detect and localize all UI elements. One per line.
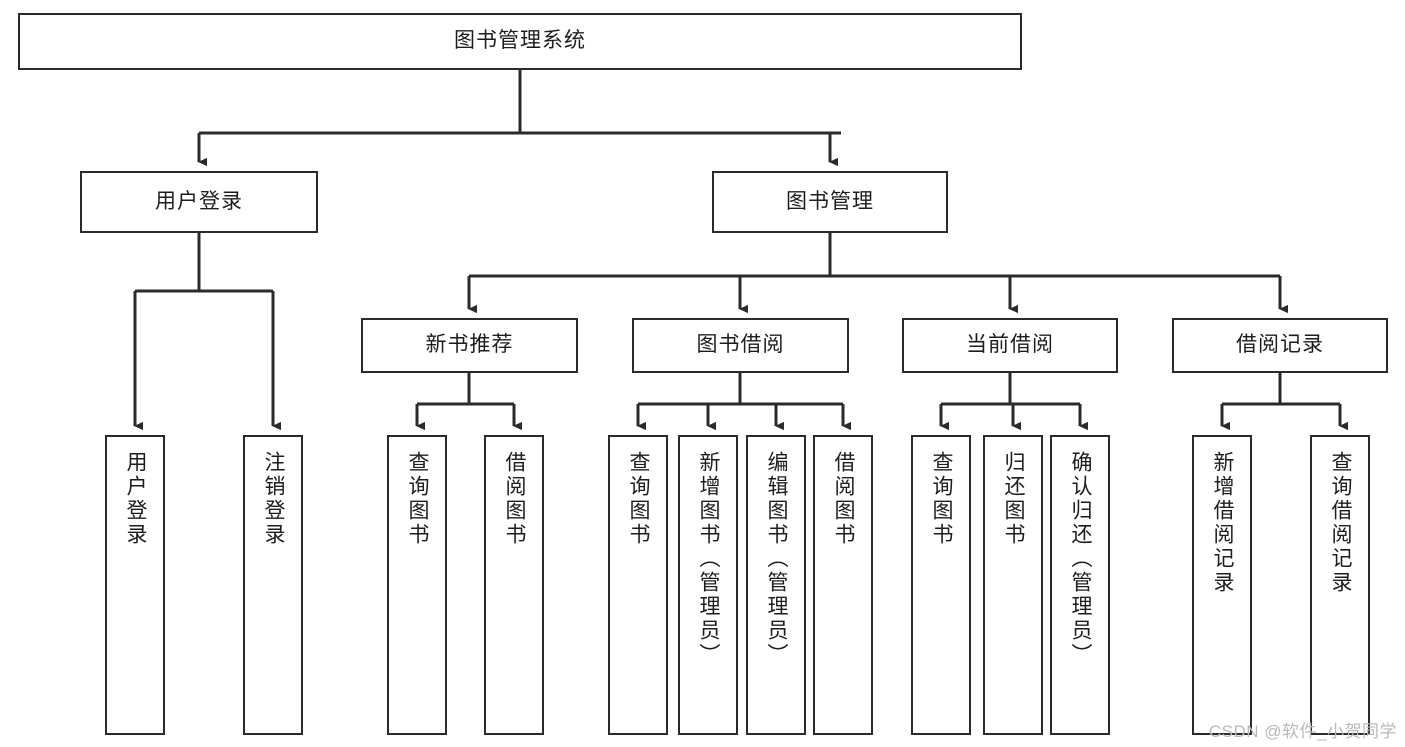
node-book-management-label: 图书管理 xyxy=(786,189,874,213)
node-leaf-user-login-label: 用户登录 xyxy=(124,451,148,547)
watermark-credit: CSDN @软件_小贺同学 xyxy=(1208,722,1397,741)
node-leaf-borrow-book-recommend-label: 借阅图书 xyxy=(503,451,527,547)
node-leaf-borrow-book[interactable]: 借阅图书 xyxy=(813,435,873,735)
node-leaf-confirm-return-admin-label: 确认归还（管理员） xyxy=(1069,451,1093,667)
node-leaf-edit-book-admin[interactable]: 编辑图书（管理员） xyxy=(746,435,806,735)
node-leaf-query-book-recommend-label: 查询图书 xyxy=(406,451,430,547)
node-leaf-add-borrow-record-label: 新增借阅记录 xyxy=(1211,451,1235,595)
node-book-borrow-label: 图书借阅 xyxy=(696,333,785,357)
node-borrow-record[interactable]: 借阅记录 xyxy=(1172,318,1388,373)
node-book-borrow[interactable]: 图书借阅 xyxy=(632,318,849,373)
node-book-management[interactable]: 图书管理 xyxy=(712,171,948,233)
node-leaf-query-book-current-label: 查询图书 xyxy=(930,451,954,547)
node-current-borrow-label: 当前借阅 xyxy=(966,333,1054,357)
node-current-borrow[interactable]: 当前借阅 xyxy=(902,318,1118,373)
node-leaf-query-book-borrow[interactable]: 查询图书 xyxy=(608,435,668,735)
node-leaf-logout-login-label: 注销登录 xyxy=(262,451,286,547)
node-leaf-borrow-book-label: 借阅图书 xyxy=(832,451,856,547)
node-borrow-record-label: 借阅记录 xyxy=(1236,333,1324,357)
node-user-login-label: 用户登录 xyxy=(155,189,243,213)
node-new-book-recommend-label: 新书推荐 xyxy=(425,333,514,357)
node-leaf-query-book-recommend[interactable]: 查询图书 xyxy=(387,435,447,735)
node-leaf-query-borrow-record-label: 查询借阅记录 xyxy=(1329,451,1353,595)
node-leaf-return-book[interactable]: 归还图书 xyxy=(983,435,1043,735)
node-new-book-recommend[interactable]: 新书推荐 xyxy=(361,318,578,373)
node-leaf-return-book-label: 归还图书 xyxy=(1002,451,1026,547)
node-root-system[interactable]: 图书管理系统 xyxy=(18,13,1022,70)
node-leaf-query-borrow-record[interactable]: 查询借阅记录 xyxy=(1310,435,1370,735)
node-leaf-add-book-admin-label: 新增图书（管理员） xyxy=(697,451,721,667)
node-user-login[interactable]: 用户登录 xyxy=(80,171,318,233)
node-leaf-query-book-borrow-label: 查询图书 xyxy=(627,451,651,547)
node-leaf-borrow-book-recommend[interactable]: 借阅图书 xyxy=(484,435,544,735)
node-leaf-edit-book-admin-label: 编辑图书（管理员） xyxy=(765,451,789,667)
node-root-label: 图书管理系统 xyxy=(454,29,586,53)
node-leaf-user-login[interactable]: 用户登录 xyxy=(105,435,165,735)
node-leaf-logout-login[interactable]: 注销登录 xyxy=(243,435,303,735)
node-leaf-add-book-admin[interactable]: 新增图书（管理员） xyxy=(678,435,738,735)
node-leaf-confirm-return-admin[interactable]: 确认归还（管理员） xyxy=(1050,435,1110,735)
node-leaf-add-borrow-record[interactable]: 新增借阅记录 xyxy=(1192,435,1252,735)
node-leaf-query-book-current[interactable]: 查询图书 xyxy=(911,435,971,735)
